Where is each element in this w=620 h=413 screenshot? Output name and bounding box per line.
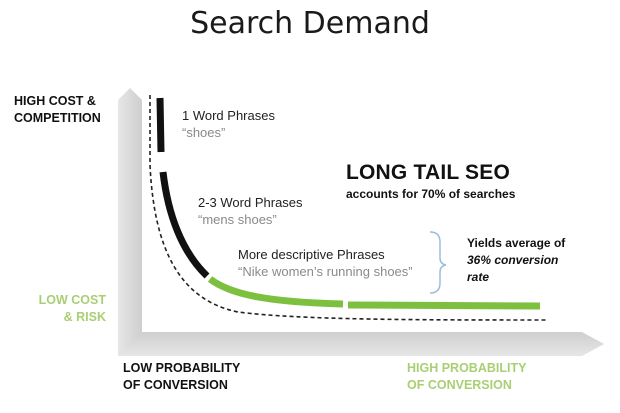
segment-label-descriptive: More descriptive Phrases “Nike women’s r… xyxy=(238,247,413,279)
x-axis-low-label: LOW PROBABILITY OF CONVERSION xyxy=(123,361,241,392)
tail-segment-flat xyxy=(347,301,541,310)
brace-icon xyxy=(429,231,447,294)
page-title: Search Demand xyxy=(190,6,430,41)
tail-segment-descriptive xyxy=(207,276,344,308)
segment-label-2-3-word: 2-3 Word Phrases “mens shoes” xyxy=(198,195,303,227)
yields-note: Yields average of 36% conversion rate xyxy=(467,236,566,284)
long-tail-heading: LONG TAIL SEO accounts for 70% of search… xyxy=(346,161,515,201)
y-axis-high-label: HIGH COST & COMPETITION xyxy=(14,94,101,125)
long-tail-title: LONG TAIL SEO xyxy=(346,161,510,184)
x-axis-high-label: HIGH PROBABILITY OF CONVERSION xyxy=(407,361,527,392)
head-segment-1-word xyxy=(156,97,165,153)
x-axis-bar xyxy=(118,332,604,356)
demand-curve-outline xyxy=(149,95,549,321)
long-tail-subtitle: accounts for 70% of searches xyxy=(346,187,516,201)
y-axis-bar xyxy=(118,88,142,356)
y-axis-low-label: LOW COST & RISK xyxy=(38,293,106,324)
head-segment-2-3-word xyxy=(159,171,210,279)
segment-label-1-word: 1 Word Phrases “shoes” xyxy=(182,108,275,140)
